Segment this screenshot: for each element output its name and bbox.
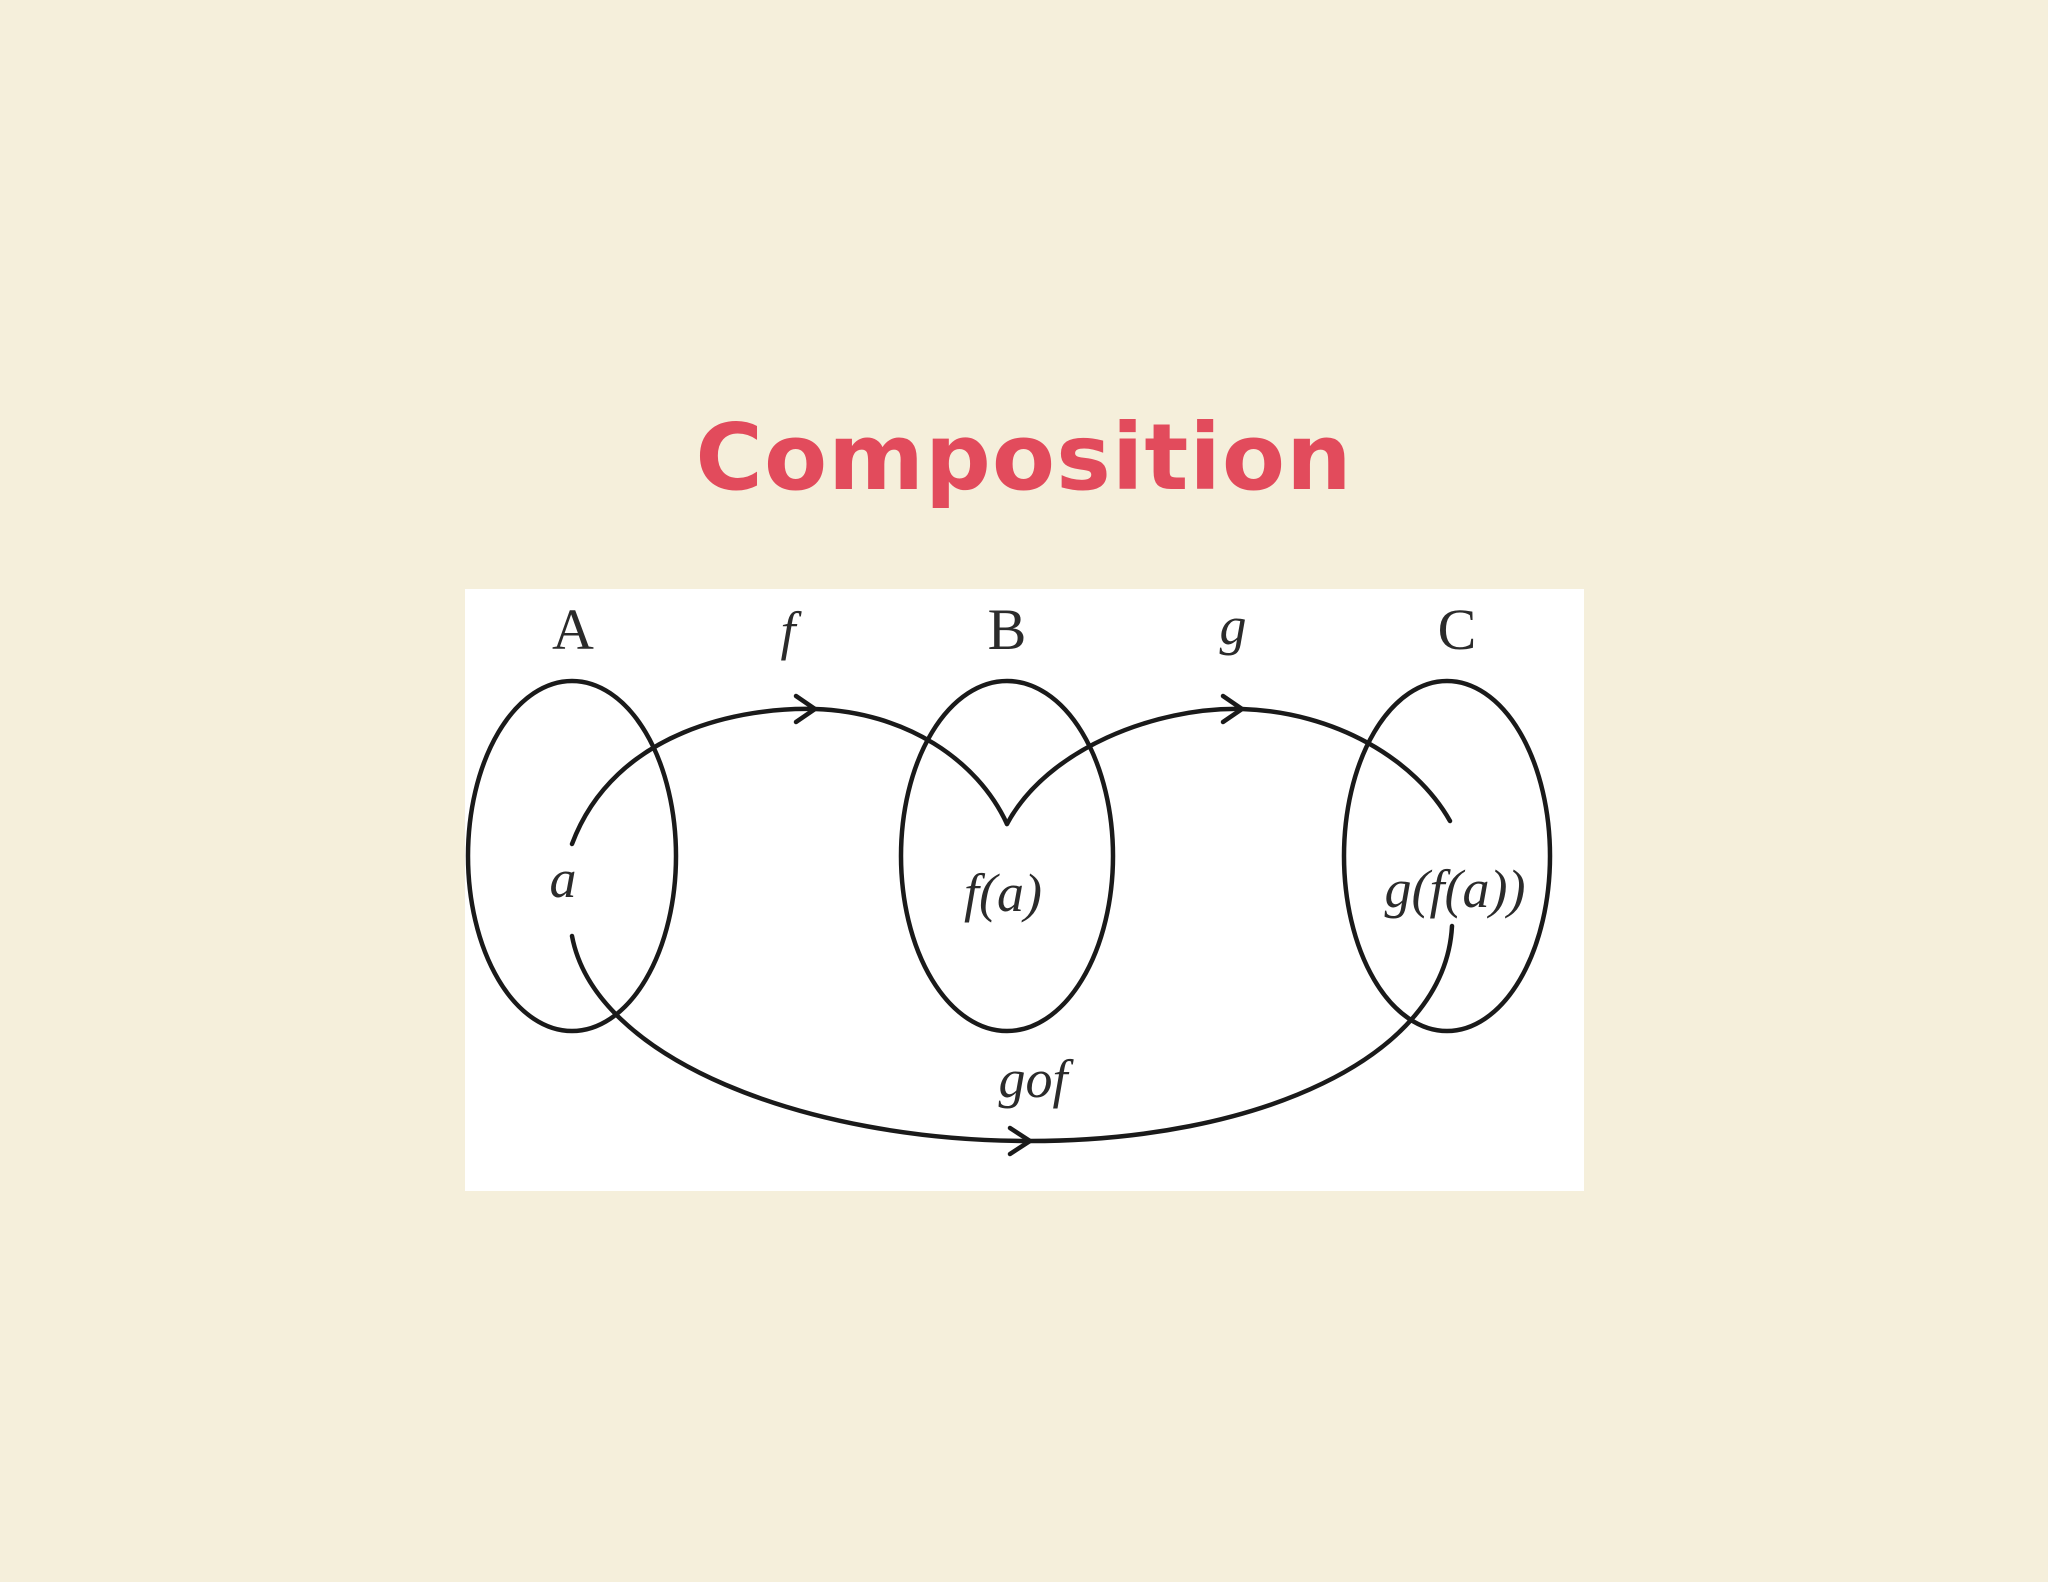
arrow-g-arrowhead: [1220, 693, 1246, 725]
diagram-canvas: A B C f g gof a f(a) g(f(a)): [465, 596, 1553, 1157]
arrow-f-path: [569, 706, 1010, 847]
set-c-oval: [1341, 678, 1553, 1034]
element-gfa-label: g(f(a)): [1385, 859, 1526, 919]
mapping-f-label: f: [780, 601, 802, 661]
element-a-label: a: [550, 849, 577, 909]
composition-diagram: A B C f g gof a f(a) g(f(a)): [465, 589, 1584, 1191]
mapping-g-label: g: [1220, 596, 1247, 656]
arrow-g-path: [1004, 706, 1453, 827]
set-a-oval: [465, 678, 679, 1034]
slide-title: Composition: [695, 403, 1353, 511]
arrow-gof-arrowhead: [1007, 1125, 1035, 1157]
mapping-gof-label: gof: [998, 1049, 1074, 1109]
arrow-f-arrowhead: [793, 693, 819, 725]
element-fa-label: f(a): [964, 863, 1042, 923]
set-b-oval: [898, 678, 1116, 1034]
set-c-label: C: [1438, 597, 1477, 662]
set-b-label: B: [988, 597, 1027, 662]
set-a-label: A: [552, 597, 594, 662]
